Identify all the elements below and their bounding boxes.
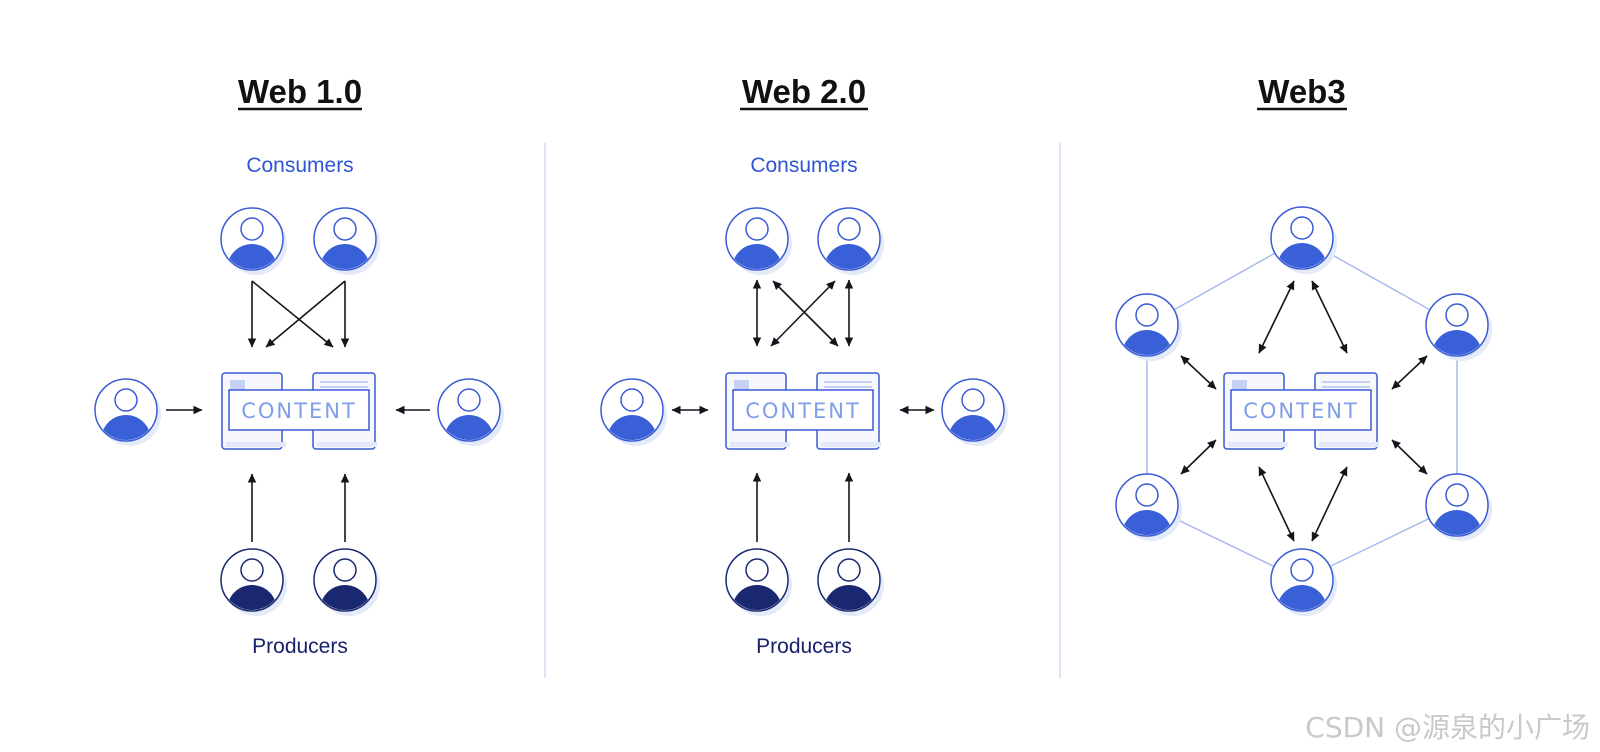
- peer-avatar: [1115, 293, 1182, 361]
- panel-title-web3-text: Web3: [1258, 73, 1345, 110]
- arrow: [251, 280, 334, 348]
- panel-title-web2: Web 2.0: [740, 73, 868, 111]
- arrow: [1391, 355, 1428, 390]
- consumer-avatar: [313, 207, 380, 275]
- producer-avatar: [313, 548, 380, 616]
- consumer-avatar: [437, 378, 504, 446]
- arrow: [1258, 466, 1295, 542]
- arrow: [1311, 280, 1348, 354]
- producers-label-web2: Producers: [756, 635, 852, 658]
- consumer-avatar: [94, 378, 161, 446]
- web1-arrows: [166, 280, 430, 542]
- consumer-avatar: [725, 207, 792, 275]
- consumer-avatar: [600, 378, 667, 446]
- watermark: CSDN @源泉的小广场: [1305, 711, 1590, 744]
- arrow: [1311, 466, 1348, 542]
- content-block-web2: CONTENT: [725, 372, 881, 450]
- arrow: [770, 280, 836, 347]
- content-block-web1: CONTENT: [221, 372, 377, 450]
- arrow: [772, 280, 839, 347]
- panel-title-web1: Web 1.0: [238, 73, 362, 111]
- content-label: CONTENT: [745, 399, 861, 423]
- panel-title-web3: Web3: [1257, 73, 1347, 111]
- peer-avatar: [1270, 548, 1337, 616]
- consumer-avatar: [220, 207, 287, 275]
- content-block-web3: CONTENT: [1223, 372, 1379, 450]
- arrow: [1180, 439, 1217, 475]
- content-label: CONTENT: [241, 399, 357, 423]
- consumer-avatar: [817, 207, 884, 275]
- peer-avatar: [1115, 473, 1182, 541]
- consumers-label-web1: Consumers: [246, 154, 353, 177]
- producer-avatar: [725, 548, 792, 616]
- user-avatar-group: [94, 206, 1492, 616]
- arrow: [1391, 439, 1428, 475]
- peer-avatar: [1270, 206, 1337, 274]
- arrow: [1258, 280, 1295, 354]
- panel-title-web2-text: Web 2.0: [742, 73, 866, 110]
- consumers-label-web2: Consumers: [750, 154, 857, 177]
- panel-title-web1-text: Web 1.0: [238, 73, 362, 110]
- arrow: [1180, 355, 1217, 390]
- content-label: CONTENT: [1243, 399, 1359, 423]
- web3-arrows: [1180, 280, 1428, 542]
- producer-avatar: [817, 548, 884, 616]
- peer-avatar: [1425, 473, 1492, 541]
- peer-avatar: [1425, 293, 1492, 361]
- arrow: [265, 280, 346, 348]
- producers-label-web1: Producers: [252, 635, 348, 658]
- producer-avatar: [220, 548, 287, 616]
- consumer-avatar: [941, 378, 1008, 446]
- web2-arrows: [671, 279, 935, 542]
